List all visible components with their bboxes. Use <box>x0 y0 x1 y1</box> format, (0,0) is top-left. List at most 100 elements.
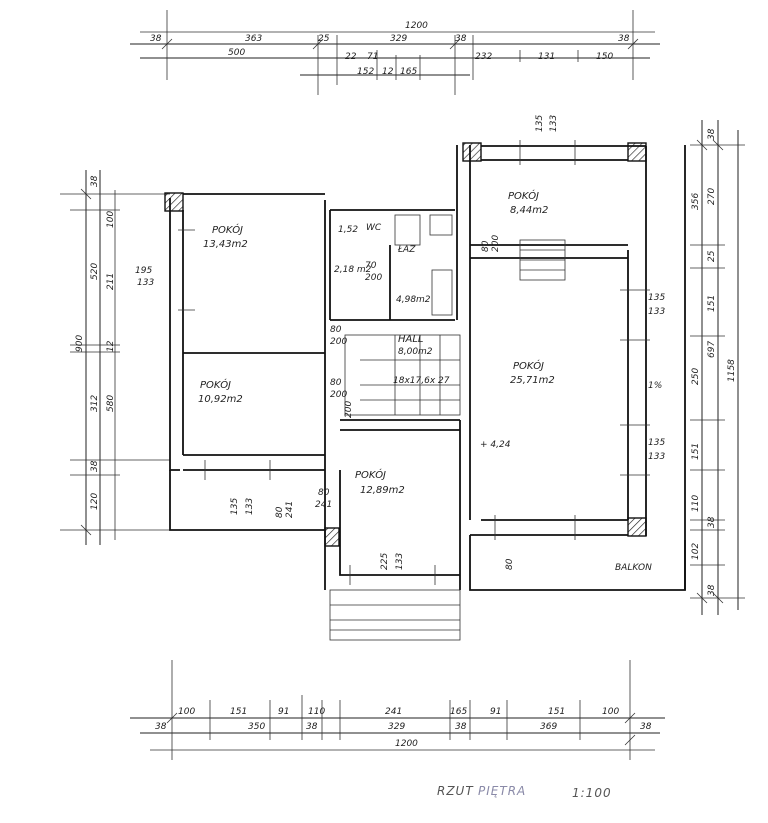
top-dimension-chain: 1200 38 363 25 329 38 38 500 22 71 232 1… <box>130 10 660 95</box>
top-dim: 363 <box>245 34 262 44</box>
top-dim: 165 <box>400 67 417 77</box>
right-dim: 250 <box>691 368 701 385</box>
right-dim: 38 <box>707 128 717 140</box>
top-dim: 150 <box>596 52 613 62</box>
room-name: POKÓJ <box>508 189 539 202</box>
dim-note: 70 <box>365 261 377 271</box>
right-dim: 102 <box>691 543 701 560</box>
top-dim: 38 <box>455 34 467 44</box>
dim-note: 80 <box>330 325 342 335</box>
bathroom-label: ŁAZ <box>397 245 416 255</box>
left-dim: 520 <box>90 263 100 280</box>
dim-note: 200 <box>330 337 347 347</box>
dim-note: 80 <box>275 506 285 518</box>
left-dim: 312 <box>90 395 100 412</box>
wc-area: 2,18 m2 <box>334 265 372 275</box>
title-accent: PIĘTRA <box>478 784 526 798</box>
top-dim: 329 <box>390 34 407 44</box>
dim-note: 200 <box>491 235 501 252</box>
top-dim: 500 <box>228 48 245 58</box>
title-scale: 1:100 <box>572 786 612 800</box>
right-dim: 38 <box>707 516 717 528</box>
top-dim: 131 <box>538 52 555 62</box>
top-dim: 25 <box>318 34 330 44</box>
staircase <box>329 214 566 641</box>
bottom-dim: 91 <box>490 707 501 717</box>
bottom-dim: 151 <box>548 707 565 717</box>
bottom-dim: 100 <box>178 707 195 717</box>
right-dim: 697 <box>707 341 717 358</box>
dim-note: 225 <box>380 553 390 570</box>
right-dim: 135 <box>535 115 545 132</box>
dim-note: 241 <box>315 500 332 510</box>
interior-notes: 18x17,6x 27 + 4,24 195 133 135 133 135 1… <box>135 225 665 570</box>
dim-note: 195 <box>135 266 152 276</box>
right-dimension-chain: 135 133 38 356 270 25 151 697 1158 250 1… <box>535 115 745 615</box>
room-area: 25,71m2 <box>510 375 555 386</box>
balcony-label: BALKON <box>615 563 652 573</box>
top-dim: 232 <box>475 52 492 62</box>
wc-label: WC <box>366 223 382 233</box>
hall-area: 8,00m2 <box>398 347 433 357</box>
bottom-dim: 38 <box>455 722 467 732</box>
dim-note: 133 <box>245 498 255 515</box>
left-dim: 38 <box>90 460 100 472</box>
drawing-title: RZUT PIĘTRA 1:100 <box>437 784 612 800</box>
openings <box>178 140 650 585</box>
bottom-dim: 369 <box>540 722 557 732</box>
left-dim: 120 <box>90 493 100 510</box>
dim-note: 1,52 <box>338 225 358 235</box>
room-labels: POKÓJ 13,43m2 POKÓJ 10,92m2 POKÓJ 12,89m… <box>198 189 652 573</box>
dim-note: 241 <box>285 501 295 518</box>
left-dim: 100 <box>106 211 116 228</box>
top-dim: 38 <box>618 34 630 44</box>
dim-note: 200 <box>344 401 354 418</box>
right-dim: 1158 <box>727 359 737 382</box>
bottom-dim: 241 <box>385 707 402 717</box>
right-dim: 151 <box>691 443 701 460</box>
top-dim: 152 <box>357 67 374 77</box>
room-name: POKÓJ <box>212 223 243 236</box>
room-area: 12,89m2 <box>360 485 405 496</box>
walls <box>164 142 686 591</box>
top-overall-dim: 1200 <box>405 21 428 31</box>
dim-note: 133 <box>137 278 154 288</box>
right-dim: 270 <box>707 188 717 205</box>
level-note: + 4,24 <box>480 440 511 450</box>
bottom-dim: 38 <box>155 722 167 732</box>
room-name: POKÓJ <box>200 378 231 391</box>
bottom-overall-dim: 1200 <box>395 739 418 749</box>
right-dim: 38 <box>707 584 717 596</box>
bottom-dim: 165 <box>450 707 467 717</box>
stairs-note: 18x17,6x 27 <box>393 376 450 386</box>
left-dimension-chain: 38 100 520 211 900 12 312 580 38 120 <box>60 170 170 545</box>
left-dim: 38 <box>90 175 100 187</box>
dim-note: 133 <box>648 452 665 462</box>
bottom-dim: 38 <box>640 722 652 732</box>
room-name: POKÓJ <box>513 359 544 372</box>
dim-note: 1% <box>648 381 662 391</box>
dim-note: 80 <box>481 240 491 252</box>
top-dim: 38 <box>150 34 162 44</box>
dim-note: 80 <box>318 488 330 498</box>
bathroom-area: 4,98m2 <box>396 295 431 305</box>
room-area: 13,43m2 <box>203 239 248 250</box>
top-dim: 12 <box>382 67 394 77</box>
left-dim: 12 <box>106 340 116 352</box>
room-area: 10,92m2 <box>198 394 243 405</box>
bottom-dim: 350 <box>248 722 265 732</box>
dim-note: 80 <box>505 558 515 570</box>
top-dim: 71 <box>367 52 378 62</box>
title-main: RZUT <box>437 784 474 798</box>
dim-note: 80 <box>330 378 342 388</box>
room-area: 8,44m2 <box>510 205 548 216</box>
right-dim: 110 <box>691 495 701 512</box>
dim-note: 200 <box>330 390 347 400</box>
left-dim: 900 <box>75 335 85 352</box>
dim-note: 133 <box>648 307 665 317</box>
bottom-dim: 329 <box>388 722 405 732</box>
left-dim: 580 <box>106 395 116 412</box>
dim-note: 135 <box>648 293 665 303</box>
bottom-dim: 100 <box>602 707 619 717</box>
hall-label: HALL <box>398 334 424 345</box>
